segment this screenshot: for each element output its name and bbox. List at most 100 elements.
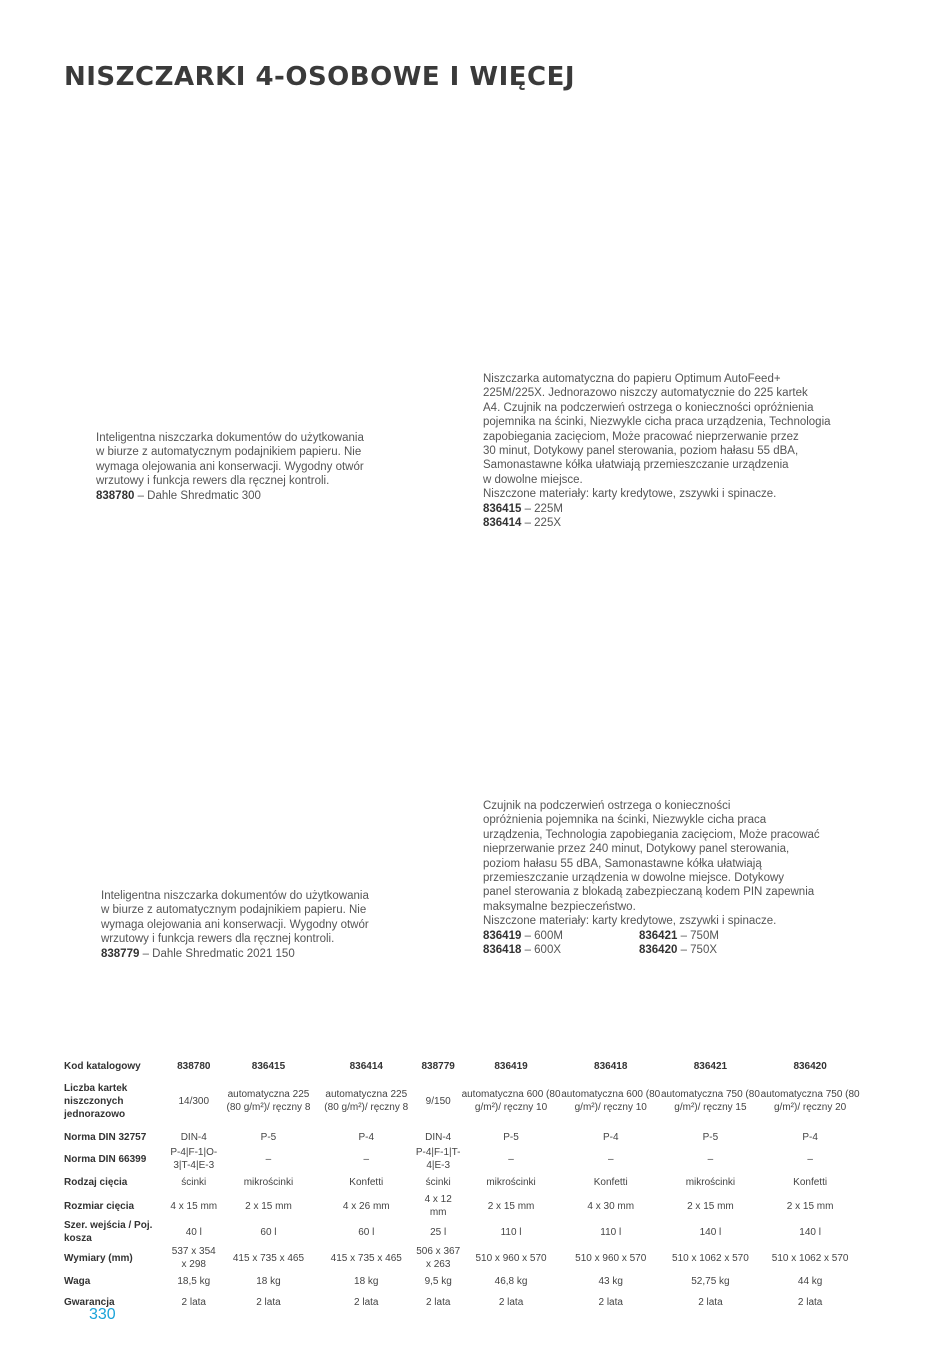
table-cell: 9/150 (425, 1095, 451, 1107)
table-row: Rodzaj cięcia ścinki mikrościnki Konfett… (64, 1172, 860, 1193)
table-cell: 836414 (349, 1060, 383, 1072)
product-code: 838780 (96, 489, 135, 502)
table-cell: 2 lata (354, 1297, 379, 1308)
table-cell: Konfetti (349, 1177, 384, 1188)
table-cell: P-4 (358, 1131, 375, 1143)
product-code: 836418 (483, 944, 522, 957)
description-line: wymaga olejowania ani konserwacji. Wygod… (101, 918, 369, 931)
description-line: przemieszczanie urządzenia w dowolne mie… (483, 872, 785, 885)
description-line: wrzutowy i funkcja rewers dla ręcznej ko… (96, 475, 330, 488)
table-cell: 9,5 kg (424, 1276, 452, 1287)
table-cell: ścinki (425, 1177, 451, 1188)
table-row: Szer. wejścia / Poj. kosza 40 l 60 l 60 … (64, 1219, 860, 1245)
table-cell: – (607, 1153, 614, 1165)
product-code-line: 836421 – 750M (639, 929, 795, 943)
table-cell: 2 x 15 mm (487, 1200, 535, 1212)
table-row: Liczba kartek niszczonych jednorazowo 14… (64, 1074, 860, 1128)
description-line: zapobiegania zacięciom, Może pracować ni… (483, 430, 799, 443)
description-line: A4. Czujnik na podczerwień ostrzega o ko… (483, 401, 814, 414)
table-cell: mikrościnki (243, 1177, 294, 1188)
product-description-838780: Inteligentna niszczarka dokumentów do uż… (96, 431, 396, 503)
product-model: – Dahle Shredmatic 2021 150 (139, 947, 295, 960)
table-cell: automatyczna 225 (80 g/m²)/ ręczny 8 (324, 1089, 409, 1113)
table-cell: 14/300 (178, 1095, 210, 1107)
table-cell: 43 kg (598, 1276, 623, 1287)
product-model: – 750M (677, 929, 719, 942)
row-label: Rodzaj cięcia (64, 1177, 128, 1188)
table-cell: 510 x 960 x 570 (575, 1252, 647, 1264)
table-cell: 836418 (594, 1060, 628, 1072)
table-cell: 836415 (251, 1060, 286, 1072)
product-description-838779: Inteligentna niszczarka dokumentów do uż… (101, 889, 401, 961)
table-cell: Konfetti (593, 1177, 628, 1188)
table-cell: P-4 (602, 1131, 619, 1143)
table-cell: 836421 (693, 1060, 728, 1072)
product-code-line: 836414 – 225X (483, 516, 843, 530)
table-row: Waga 18,5 kg 18 kg 18 kg 9,5 kg 46,8 kg … (64, 1271, 860, 1292)
table-cell: 2 lata (598, 1297, 623, 1308)
table-cell: – (807, 1153, 813, 1165)
product-code: 836420 (639, 944, 678, 957)
table-cell: 4 x 15 mm (170, 1200, 218, 1212)
table-cell: P-4|F-1|O-3|T-4|E-3 (170, 1147, 218, 1171)
product-code: 836414 (483, 517, 522, 530)
table-cell: 18 kg (256, 1276, 281, 1287)
table-cell: 18,5 kg (177, 1276, 211, 1287)
table-cell: 836420 (793, 1060, 827, 1072)
description-line: urządzenia, Technologia zapobiegania zac… (483, 828, 820, 841)
table-cell: ścinki (181, 1177, 207, 1188)
table-cell: 44 kg (797, 1276, 823, 1287)
product-code-line: 836420 – 750X (639, 943, 795, 957)
description-line: nieprzerwanie przez 240 minut, Dotykowy … (483, 843, 790, 856)
table-cell: Konfetti (793, 1177, 828, 1188)
description-line: Niszczarka automatyczna do papieru Optim… (483, 373, 781, 385)
table-cell: 415 x 735 x 465 (232, 1252, 305, 1264)
table-cell: 18 kg (354, 1276, 379, 1287)
table-cell: 140 l (699, 1226, 722, 1238)
table-cell: – (363, 1153, 370, 1165)
description-line: Czujnik na podczerwień ostrzega o koniec… (483, 800, 731, 812)
description-line: wymaga olejowania ani konserwacji. Wygod… (96, 460, 364, 473)
product-description-836419: Czujnik na podczerwień ostrzega o koniec… (483, 799, 843, 957)
table-cell: 2 lata (797, 1297, 823, 1308)
table-cell: automatyczna 750 (80 g/m²)/ ręczny 15 (660, 1089, 760, 1113)
product-code: 838779 (101, 947, 140, 960)
table-cell: 4 x 30 mm (587, 1200, 635, 1212)
product-model: – 600M (521, 929, 563, 942)
product-code-line: 838779 – Dahle Shredmatic 2021 150 (101, 947, 401, 961)
table-cell: P-5 (503, 1131, 519, 1143)
table-cell: 2 lata (256, 1297, 281, 1308)
description-line: w dowolne miejsce. (483, 473, 583, 486)
table-cell: 510 x 960 x 570 (475, 1252, 547, 1264)
table-cell: 140 l (799, 1226, 821, 1238)
table-cell: 836419 (494, 1060, 528, 1072)
description-line: panel sterowania z blokadą zabezpieczaną… (483, 886, 815, 899)
product-code-line: 838780 – Dahle Shredmatic 300 (96, 489, 396, 503)
row-label: Norma DIN 66399 (64, 1153, 147, 1165)
description-line: opróżnienia pojemnika na ścinki, Niezwyk… (483, 814, 767, 827)
table-cell: mikrościnki (486, 1177, 536, 1188)
table-cell: 46,8 kg (494, 1276, 528, 1287)
product-code-row: 836419 – 600M 836421 – 750M (483, 929, 843, 943)
table-cell: 838780 (177, 1060, 211, 1072)
product-code-line: 836419 – 600M (483, 929, 639, 943)
product-model: – 225M (521, 502, 563, 515)
table-cell: 4 x 12 mm (424, 1194, 452, 1218)
table-cell: 110 l (500, 1226, 522, 1238)
description-line: maksymalne bezpieczeństwo. (483, 900, 636, 913)
table-cell: 838779 (421, 1060, 455, 1072)
row-label: Norma DIN 32757 (64, 1131, 147, 1143)
table-cell: automatyczna 600 (80 g/m²)/ ręczny 10 (461, 1089, 561, 1113)
table-cell: 2 lata (181, 1297, 206, 1308)
row-label: Liczba kartek niszczonych jednorazowo (64, 1082, 128, 1120)
product-code: 836421 (639, 929, 678, 942)
description-line: 225M/225X. Jednorazowo niszczy automatyc… (483, 387, 808, 400)
table-cell: 510 x 1062 x 570 (672, 1252, 749, 1264)
description-line: Inteligentna niszczarka dokumentów do uż… (96, 432, 364, 444)
table-cell: DIN-4 (180, 1131, 207, 1143)
row-label: Kod katalogowy (64, 1060, 141, 1072)
spec-table: Kod katalogowy 838780 836415 836414 8387… (64, 1058, 860, 1313)
table-cell: 4 x 26 mm (342, 1200, 390, 1212)
product-code-line: 836415 – 225M (483, 502, 843, 516)
table-cell: 2 x 15 mm (245, 1200, 292, 1212)
